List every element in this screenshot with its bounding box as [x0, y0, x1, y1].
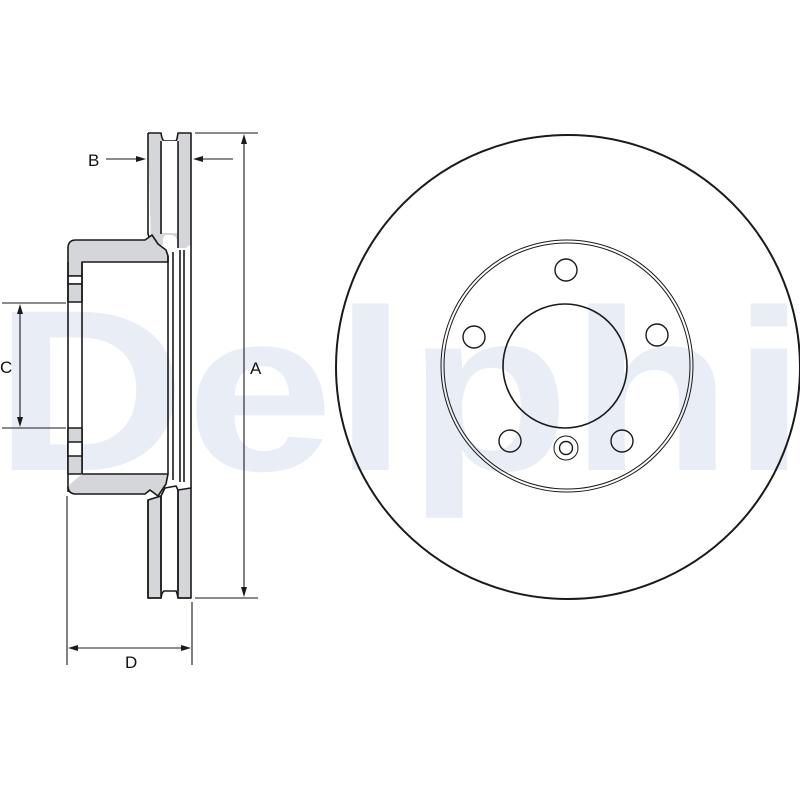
disc-outer-edge: [335, 134, 800, 600]
dimension-label-c: C: [0, 358, 12, 377]
bolt-hole: [610, 429, 634, 453]
lower-outer-plate: [147, 495, 162, 599]
locating-hole-inner: [558, 440, 574, 456]
bolt-hole: [645, 323, 669, 347]
dimension-label-a: A: [250, 359, 262, 378]
front-view: [335, 134, 800, 600]
hat-bottom-section: [67, 473, 169, 497]
hat-top-section: [67, 234, 169, 277]
bolt-hole: [462, 325, 486, 349]
bolt-hole: [498, 429, 522, 453]
hub-ring-outer: [440, 239, 694, 493]
dimension-lines: [2, 132, 258, 665]
hub-ring-inner: [443, 242, 691, 490]
bolt-hole: [554, 258, 578, 282]
centre-bore: [502, 303, 628, 429]
dimension-label-b: B: [88, 151, 99, 170]
locating-hole-outer: [553, 435, 579, 461]
dimension-label-d: D: [125, 653, 137, 672]
side-section-view: [67, 132, 192, 599]
